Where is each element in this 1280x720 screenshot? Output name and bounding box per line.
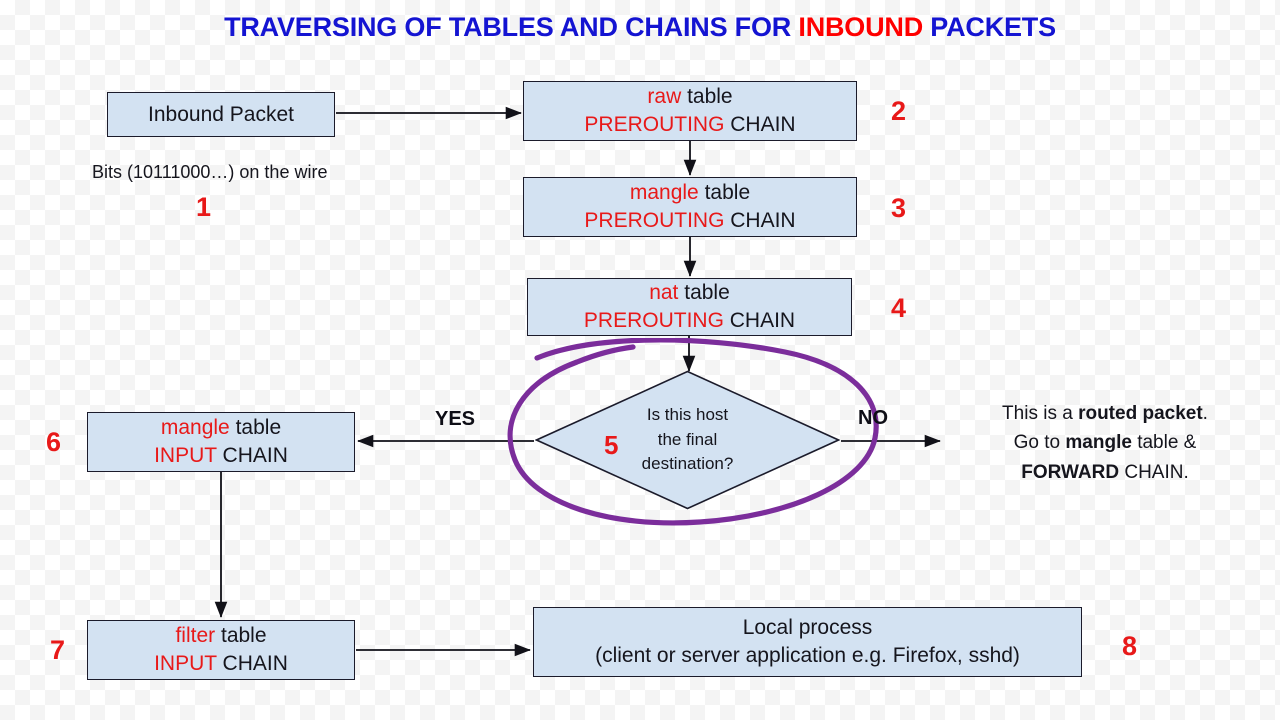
step-number-8: 8 (1122, 631, 1138, 661)
step-number-4: 4 (891, 293, 907, 323)
title-highlight: INBOUND (798, 12, 923, 42)
node-nat-chain-line: PREROUTING CHAIN (584, 307, 795, 335)
page-title: TRAVERSING OF TABLES AND CHAINS FOR INBO… (0, 12, 1280, 43)
decision-line-2: the final (657, 429, 718, 449)
routed-packet-note: This is a routed packet. Go to mangle ta… (955, 399, 1255, 487)
raw-table-suffix: table (681, 85, 733, 109)
node-raw-table-line: raw table (647, 83, 732, 111)
routed-note-l2a: Go to (1013, 432, 1066, 454)
node-filter-input-chain-line: INPUT CHAIN (154, 650, 288, 678)
nat-chain-suffix: CHAIN (723, 309, 796, 332)
node-inbound-packet[interactable]: Inbound Packet (107, 92, 335, 137)
mangle-pre-table-suffix: table (698, 181, 751, 205)
node-decision-final-destination[interactable]: Is this host the final destination? (535, 370, 840, 510)
filter-input-table-name: filter (175, 624, 216, 648)
edge-label-yes: YES (435, 408, 476, 430)
nat-chain-name: PREROUTING (583, 309, 724, 332)
node-filter-input-table-line: filter table (175, 622, 266, 650)
filter-input-table-suffix: table (215, 624, 267, 648)
raw-chain-suffix: CHAIN (724, 113, 796, 136)
decision-line-1: Is this host (646, 405, 729, 425)
decision-line-3: destination? (641, 454, 734, 474)
node-mangle-table-prerouting-chain[interactable]: mangle table PREROUTING CHAIN (523, 177, 857, 237)
routed-note-l1a: This is a (1002, 403, 1079, 424)
node-mangle-pre-table-line: mangle table (630, 179, 750, 207)
title-suffix: PACKETS (923, 12, 1056, 42)
node-nat-table-line: nat table (649, 279, 730, 307)
local-process-line-1: Local process (742, 616, 873, 640)
filter-input-chain-name: INPUT (154, 652, 217, 675)
routed-note-l1b: routed packet (1078, 403, 1203, 424)
mangle-pre-chain-name: PREROUTING (584, 209, 725, 232)
nat-table-suffix: table (678, 281, 730, 305)
bits-on-the-wire-label: Bits (10111000…) on the wire (92, 162, 328, 182)
node-mangle-pre-chain-line: PREROUTING CHAIN (584, 207, 795, 235)
routed-note-line-2: Go to mangle table & (955, 428, 1255, 457)
node-raw-chain-line: PREROUTING CHAIN (584, 111, 795, 139)
node-mangle-input-chain-line: INPUT CHAIN (154, 442, 288, 470)
title-prefix: TRAVERSING OF TABLES AND CHAINS FOR (224, 12, 799, 42)
step-number-5: 5 (604, 430, 619, 460)
mangle-input-chain-suffix: CHAIN (216, 444, 288, 467)
local-process-line-2: (client or server application e.g. Firef… (595, 644, 1020, 667)
node-filter-table-input-chain[interactable]: filter table INPUT CHAIN (87, 620, 355, 680)
node-raw-table-prerouting-chain[interactable]: raw table PREROUTING CHAIN (523, 81, 857, 141)
routed-note-l2b: mangle (1065, 432, 1132, 454)
raw-chain-name: PREROUTING (584, 113, 725, 136)
routed-note-l3a: FORWARD (1021, 461, 1120, 483)
mangle-pre-chain-suffix: CHAIN (724, 209, 796, 232)
step-number-7: 7 (50, 635, 66, 665)
node-mangle-table-input-chain[interactable]: mangle table INPUT CHAIN (87, 412, 355, 472)
step-number-2: 2 (891, 96, 907, 126)
filter-input-chain-suffix: CHAIN (216, 652, 288, 675)
routed-note-l3b: CHAIN. (1119, 461, 1189, 483)
mangle-input-table-suffix: table (229, 416, 282, 440)
step-number-6: 6 (46, 427, 62, 457)
mangle-input-chain-name: INPUT (154, 444, 217, 467)
mangle-input-table-name: mangle (160, 416, 230, 440)
node-nat-table-prerouting-chain[interactable]: nat table PREROUTING CHAIN (527, 278, 852, 336)
node-mangle-input-table-line: mangle table (161, 414, 281, 442)
edge-label-no: NO (858, 407, 888, 429)
mangle-pre-table-name: mangle (629, 181, 699, 205)
step-number-3: 3 (891, 193, 907, 223)
node-inbound-packet-label: Inbound Packet (148, 102, 294, 126)
raw-table-name: raw (647, 85, 682, 109)
step-number-1: 1 (196, 192, 212, 222)
node-local-process[interactable]: Local process (client or server applicat… (533, 607, 1082, 677)
routed-note-l1c: . (1202, 403, 1208, 424)
routed-note-line-3: FORWARD CHAIN. (955, 458, 1255, 487)
decision-diamond-text: Is this host the final destination? (535, 370, 840, 510)
routed-note-l2c: table & (1131, 432, 1197, 454)
routed-note-line-1: This is a routed packet. (955, 399, 1255, 428)
nat-table-name: nat (649, 281, 679, 305)
